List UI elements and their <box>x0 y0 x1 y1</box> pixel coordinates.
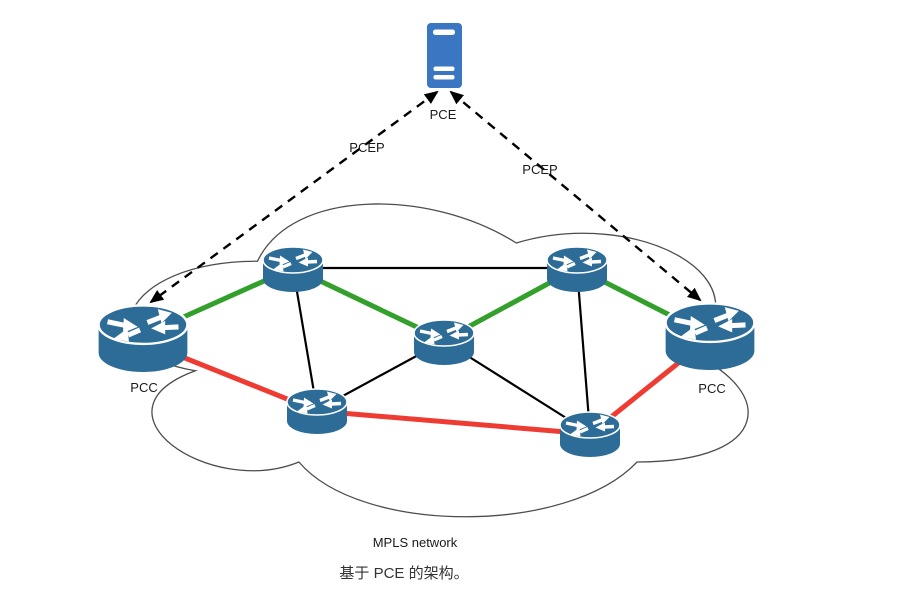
pcc-left-router-icon <box>99 305 188 372</box>
pce-server-icon <box>427 23 462 88</box>
router-icon-bottom-right <box>559 411 621 459</box>
pcc-right-router-icon <box>666 303 755 370</box>
mpls-network-label: MPLS network <box>372 535 458 550</box>
pcc-left-label: PCC <box>130 380 158 395</box>
pcep-session-left <box>149 90 439 304</box>
router-icon-top-left <box>262 246 324 294</box>
pcep-sessions <box>149 90 702 304</box>
router-icon-center <box>413 319 475 367</box>
pcep-session-right <box>449 90 702 302</box>
pcc-right-label: PCC <box>698 381 726 396</box>
pcep-label-left: PCEP <box>349 140 385 155</box>
router-icon-top-right <box>546 246 608 294</box>
router-icon-bottom-left <box>286 388 348 436</box>
pcep-label-right: PCEP <box>522 162 558 177</box>
figure-caption: 基于 PCE 的架构。 <box>339 565 469 582</box>
red-link-bottomleft-bottomright <box>316 408 591 437</box>
pce-label: PCE <box>429 107 457 122</box>
